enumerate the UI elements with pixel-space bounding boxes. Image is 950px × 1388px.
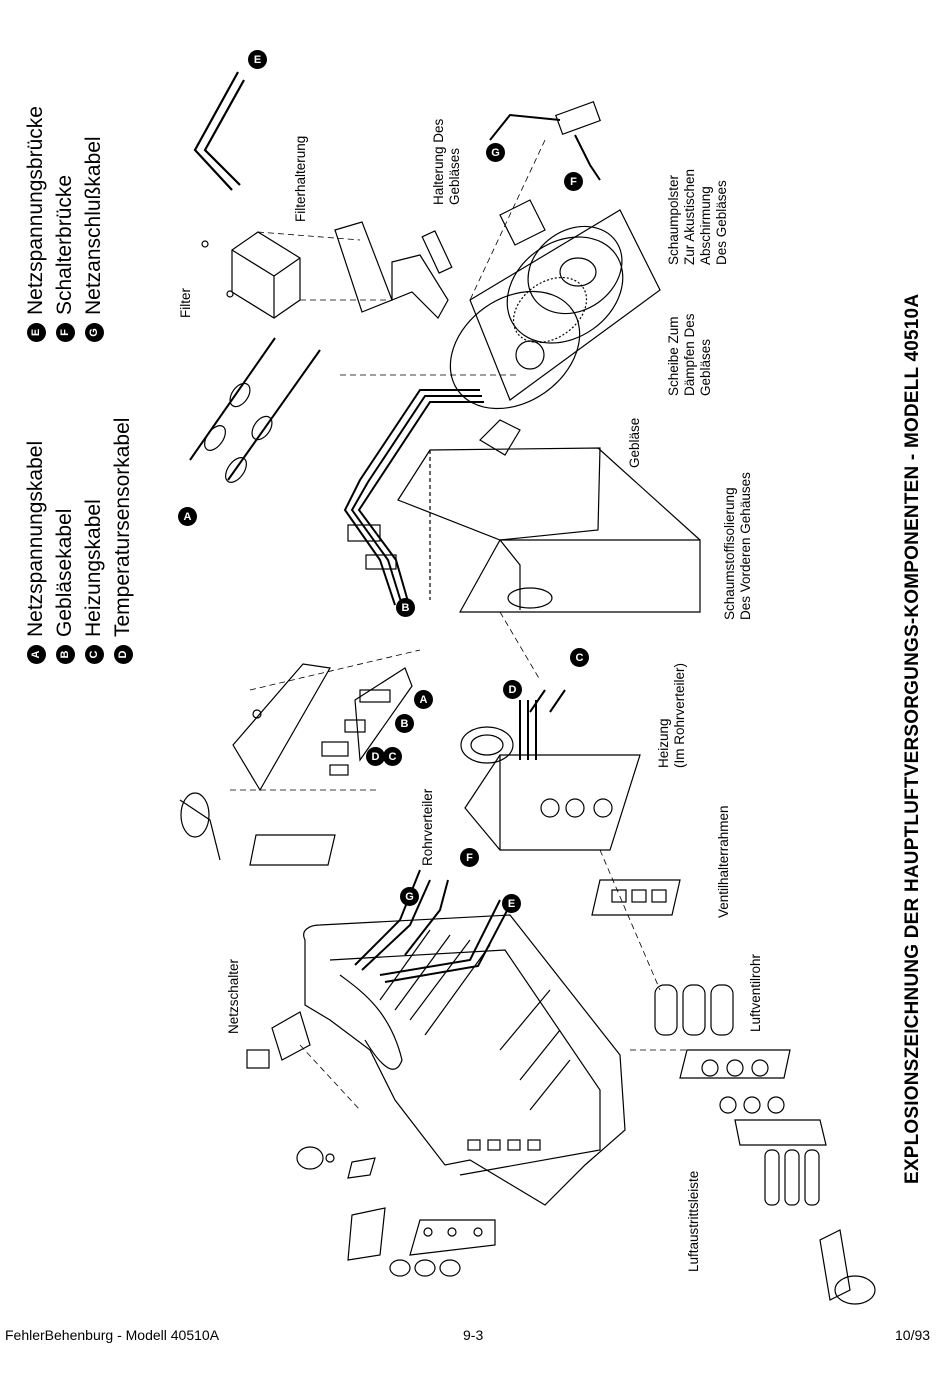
legend-text-f: Schalterbrücke [53, 174, 76, 315]
label-luftaustrittsleiste: Luftaustrittsleiste [686, 1170, 701, 1272]
legend-right: E Netzspannungsbrücke F Schalterbrücke G… [24, 106, 106, 342]
callout-f-housing: F [460, 848, 479, 867]
footer-page-number: 9-3 [463, 1327, 484, 1343]
callout-g-housing: G [400, 887, 419, 906]
callout-d-board: D [366, 747, 385, 766]
legend-item-f: F Schalterbrücke [53, 106, 77, 342]
label-netzschalter: Netzschalter [226, 958, 241, 1034]
legend-item-g: G Netzanschlußkabel [82, 106, 106, 342]
legend-text-c: Heizungskabel [82, 499, 105, 637]
label-halterung: Halterung Des Gebläses [431, 119, 463, 205]
label-heizung-line2: (Im Rohrverteiler) [672, 662, 687, 768]
main-housing-part [303, 914, 626, 1206]
cable-e-top [193, 71, 245, 191]
footer-left: FehlerBehenburg - Modell 40510A [5, 1327, 220, 1343]
callout-a-board: A [414, 690, 433, 709]
foam-insulation-part [397, 447, 701, 613]
label-schaumpolster-line3: Abschirmung [698, 186, 713, 265]
callout-b: B [396, 598, 415, 617]
label-ventilhalterrahmen: Ventilhalterrahmen [716, 805, 731, 918]
callout-e-top: E [248, 50, 267, 69]
label-heizung-line1: Heizung [656, 718, 671, 768]
badge-c: C [84, 645, 104, 664]
badge-e: E [26, 323, 46, 342]
manifold-part [460, 689, 641, 851]
label-schaum-line1: Schaumstoffisolierung [722, 487, 737, 620]
label-scheibe-line3: Gebläses [698, 338, 713, 396]
cable-b-part [343, 389, 484, 606]
label-scheibe-line1: Scheibe Zum [666, 316, 681, 396]
valve-tubes-part [654, 984, 734, 1036]
label-halterung-line1: Halterung Des [431, 118, 446, 205]
badge-f: F [55, 323, 75, 342]
label-schaumpolster: Schaumpolster Zur Akustischen Abschirmun… [666, 169, 730, 265]
legend-item-d: D Temperatursensorkabel [111, 418, 135, 664]
label-luftventilrohr: Luftventilrohr [748, 953, 763, 1032]
legend-text-g: Netzanschlußkabel [82, 136, 105, 315]
callout-a: A [178, 507, 197, 526]
badge-d: D [113, 645, 133, 664]
page-title: EXPLOSIONSZEICHNUNG DER HAUPTLUFTVERSORG… [902, 293, 923, 1184]
callout-e-housing: E [502, 894, 521, 913]
legend-text-d: Temperatursensorkabel [111, 417, 134, 637]
label-halterung-line2: Gebläses [447, 147, 462, 205]
label-schaumpolster-line1: Schaumpolster [666, 174, 681, 265]
badge-a: A [26, 645, 46, 664]
label-rohrverteiler: Rohrverteiler [420, 788, 435, 866]
legend-text-e: Netzspannungsbrücke [24, 106, 47, 315]
power-switch-part [246, 1011, 311, 1069]
label-scheibe: Scheibe Zum Dämpfen Des Gebläses [666, 313, 714, 396]
assembly-lines [230, 139, 700, 1111]
label-schaumpolster-line2: Zur Akustischen [682, 168, 697, 265]
cable-a-part [189, 337, 321, 483]
callout-g-top: G [486, 143, 505, 162]
blower-part [449, 209, 661, 456]
legend-text-a: Netzspannungskabel [24, 440, 47, 637]
label-filter: Filter [178, 288, 193, 318]
label-schaum-line2: Des Vorderen Gehäuses [738, 472, 753, 620]
badge-b: B [55, 645, 75, 664]
air-outlet-part [679, 1049, 876, 1305]
footer-date: 10/93 [895, 1327, 931, 1343]
callout-f-top: F [564, 172, 583, 191]
label-geblaese: Gebläse [627, 417, 642, 468]
circuit-board-part [232, 663, 413, 792]
label-scheibe-line2: Dämpfen Des [682, 313, 697, 396]
small-parts [179, 792, 496, 1277]
callout-b-board: B [395, 714, 414, 733]
legend-item-a: A Netzspannungskabel [24, 418, 48, 664]
callout-c-heater: C [570, 648, 589, 667]
housing-cables [354, 869, 511, 983]
label-schaumpolster-line4: Des Gebläses [714, 180, 729, 265]
label-heizung: Heizung (Im Rohrverteiler) [656, 663, 688, 768]
callout-c-board: C [383, 747, 402, 766]
legend-text-b: Gebläsekabel [53, 508, 76, 637]
legend-item-c: C Heizungskabel [82, 418, 106, 664]
legend-item-e: E Netzspannungsbrücke [24, 106, 48, 342]
label-filterhalterung: Filterhalterung [293, 135, 308, 222]
label-schaumstoffisolierung: Schaumstoffisolierung Des Vorderen Gehäu… [722, 472, 754, 620]
badge-g: G [84, 323, 104, 342]
blower-holder-part [489, 100, 601, 246]
filter-holder-part [334, 221, 453, 319]
legend-left: A Netzspannungskabel B Gebläsekabel C He… [24, 418, 135, 664]
callout-d-heater: D [503, 680, 522, 699]
filter-part [201, 231, 301, 319]
legend-item-b: B Gebläsekabel [53, 418, 77, 664]
valve-frame-part [591, 879, 681, 916]
foam-pad-part [512, 225, 623, 344]
